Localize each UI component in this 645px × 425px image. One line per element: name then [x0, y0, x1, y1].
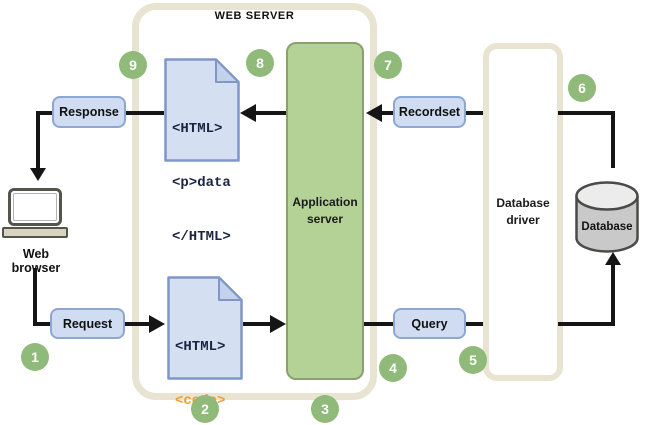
request-html-document: <HTML> <code> </HTML>	[167, 276, 243, 409]
connector-line	[243, 322, 270, 326]
connector-line	[33, 268, 37, 326]
code-line: <HTML>	[175, 339, 226, 355]
connector-line	[33, 322, 50, 326]
web-server-title: WEB SERVER	[214, 10, 295, 22]
connector-line	[36, 111, 52, 115]
document-icon	[164, 58, 240, 162]
arrowhead-left-icon	[240, 104, 256, 122]
application-server-node: Application server	[286, 42, 364, 380]
arrowhead-down-icon	[30, 168, 46, 181]
response-document-code: <HTML> <p>data </HTML>	[172, 84, 240, 282]
connector-line	[382, 111, 393, 115]
arrowhead-right-icon	[270, 315, 286, 333]
query-tag: Query	[393, 308, 466, 339]
laptop-screen-inner	[13, 193, 57, 221]
code-line: <p>data	[172, 175, 231, 191]
code-line: <HTML>	[172, 121, 223, 137]
application-server-label-line2: server	[306, 212, 344, 226]
connector-line	[611, 265, 615, 325]
step-badge-4: 4	[379, 354, 407, 382]
web-browser-label: Web browser	[12, 247, 61, 275]
database-driver-label-line2: driver	[506, 213, 540, 227]
response-tag: Response	[52, 96, 126, 128]
response-html-document: <HTML> <p>data </HTML>	[164, 58, 240, 245]
step-badge-9: 9	[119, 51, 147, 79]
database-cylinder-icon	[575, 181, 639, 253]
database-label: Database	[581, 221, 633, 233]
connector-line	[466, 322, 483, 326]
connector-line	[466, 111, 483, 115]
step-badge-6: 6	[568, 74, 596, 102]
connector-line	[126, 111, 164, 115]
connector-line	[558, 111, 615, 115]
step-badge-8: 8	[246, 49, 274, 77]
connector-line	[364, 322, 393, 326]
arrowhead-up-icon	[605, 252, 621, 265]
arrowhead-right-icon	[149, 315, 165, 333]
connector-line	[611, 113, 615, 168]
step-badge-1: 1	[21, 343, 49, 371]
document-icon	[167, 276, 243, 380]
step-badge-2: 2	[191, 395, 219, 423]
step-badge-5: 5	[459, 346, 487, 374]
step-badge-7: 7	[374, 51, 402, 79]
database-driver-node: Database driver	[483, 43, 563, 381]
request-tag: Request	[50, 308, 125, 339]
laptop-icon	[8, 188, 62, 226]
database-driver-label-line1: Database	[496, 196, 550, 210]
step-badge-3: 3	[311, 395, 339, 423]
laptop-base	[2, 227, 68, 238]
arrowhead-left-icon	[366, 104, 382, 122]
application-server-label-line1: Application	[292, 195, 358, 209]
connector-line	[256, 111, 286, 115]
connector-line	[558, 322, 615, 326]
connector-line	[36, 111, 40, 168]
connector-line	[125, 322, 149, 326]
recordset-tag: Recordset	[393, 96, 466, 128]
code-line: </HTML>	[172, 229, 231, 245]
